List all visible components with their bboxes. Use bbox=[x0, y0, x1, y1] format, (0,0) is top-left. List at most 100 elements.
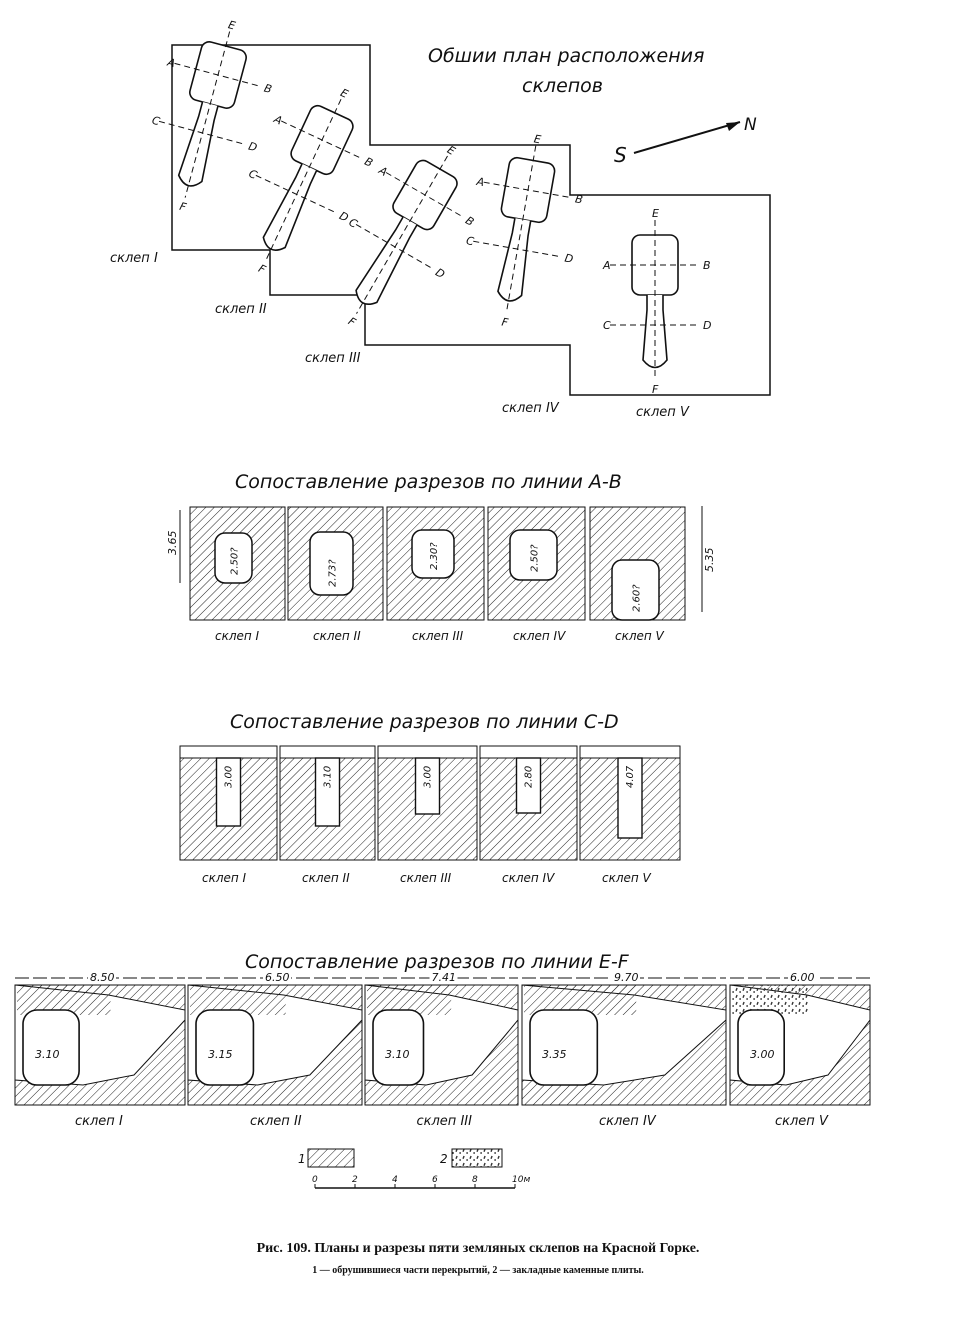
cd-shaft bbox=[215, 757, 242, 827]
axis-line-ab bbox=[385, 172, 465, 218]
plan-outline bbox=[171, 44, 771, 396]
axis-letter: B bbox=[363, 155, 375, 170]
axis-letter: A bbox=[165, 55, 177, 70]
figure-caption: Рис. 109. Планы и разрезы пяти земляных … bbox=[257, 1241, 700, 1256]
ab-height-label: 2.73? bbox=[328, 559, 339, 587]
ab-vault-label: склеп I bbox=[215, 629, 260, 643]
general-plan: Обшии план расположения склепов S N ABCD… bbox=[110, 18, 771, 420]
scale-tick-label: 6 bbox=[432, 1175, 438, 1185]
ab-vault-label: склеп IV bbox=[513, 629, 566, 643]
legend-swatch-stone-slabs bbox=[451, 1148, 503, 1168]
ab-height-label: 2.50? bbox=[530, 544, 541, 572]
ef-length-label: 7.41 bbox=[432, 971, 457, 984]
ef-length-bg bbox=[263, 970, 291, 982]
compass-arrow-icon bbox=[633, 121, 741, 154]
ef-vault-label: склеп III bbox=[417, 1114, 473, 1129]
cd-shaft bbox=[515, 757, 542, 814]
section-cd-title: Сопоставление разрезов по линии C-D bbox=[230, 711, 619, 733]
cd-shaft bbox=[617, 757, 643, 839]
axis-letter: E bbox=[227, 18, 237, 32]
plan-label-vault-4: склеп IV bbox=[502, 401, 560, 416]
axis-letter: A bbox=[376, 163, 390, 179]
axis-letter: F bbox=[346, 315, 359, 330]
ef-chamber bbox=[195, 1009, 255, 1086]
ef-vault-label: склеп II bbox=[250, 1114, 302, 1129]
axis-letter: D bbox=[703, 319, 711, 332]
axis-letter: F bbox=[256, 262, 268, 277]
cd-vault-label: склеп III bbox=[400, 871, 452, 885]
section-ab: Сопоставление разрезов по линии A-B 2.50… bbox=[166, 471, 716, 643]
cd-height-label: 3.00 bbox=[423, 766, 434, 788]
ef-vault-label: склеп V bbox=[775, 1114, 829, 1129]
legend-label-2: 2 bbox=[440, 1152, 448, 1166]
cd-vault-label: склеп IV bbox=[502, 871, 555, 885]
plan-label-vault-3: склеп III bbox=[305, 351, 361, 366]
ef-width-label: 3.10 bbox=[35, 1048, 60, 1061]
axis-letter: F bbox=[652, 383, 659, 396]
ef-chamber bbox=[529, 1009, 599, 1086]
ef-chamber bbox=[372, 1009, 425, 1086]
axis-letter: F bbox=[178, 200, 188, 214]
ab-height-label: 2.30? bbox=[429, 542, 440, 570]
axis-letter: A bbox=[475, 175, 486, 189]
scale-tick-label: 2 bbox=[352, 1175, 358, 1185]
section-ef: Сопоставление разрезов по линии E-F 8.50… bbox=[14, 951, 871, 1129]
vault-corridor bbox=[177, 101, 219, 187]
ab-vault-label: склеп II bbox=[313, 629, 361, 643]
ef-length-bg bbox=[88, 970, 116, 982]
ab-right-dimension: 5.35 bbox=[703, 548, 716, 573]
ef-width-label: 3.35 bbox=[542, 1048, 567, 1061]
axis-line-ef bbox=[356, 155, 448, 314]
legend-swatch-collapsed-roof bbox=[307, 1148, 355, 1168]
ef-chamber bbox=[737, 1009, 786, 1086]
cd-vault-label: склеп II bbox=[302, 871, 350, 885]
section-ef-title: Сопоставление разрезов по линии E-F bbox=[245, 951, 630, 973]
ef-length-bg bbox=[612, 970, 640, 982]
ab-left-dimension: 3.65 bbox=[166, 531, 179, 556]
axis-letter: C bbox=[465, 234, 475, 248]
axis-letter: B bbox=[703, 259, 711, 272]
ef-length-label: 6.00 bbox=[790, 971, 815, 984]
ef-length-label: 6.50 bbox=[265, 971, 290, 984]
axis-line-cd bbox=[355, 224, 435, 270]
cd-height-label: 2.80 bbox=[524, 766, 535, 788]
arrowhead-icon bbox=[726, 122, 740, 131]
vault-corridor bbox=[497, 218, 532, 302]
cd-height-label: 4.07 bbox=[625, 765, 636, 788]
legend-label-1: 1 bbox=[298, 1152, 306, 1166]
ef-vault-label: склеп I bbox=[75, 1114, 123, 1129]
cd-vault-label: склеп I bbox=[202, 871, 247, 885]
ab-vault-cross-section bbox=[309, 531, 354, 596]
ab-vault-cross-section bbox=[411, 529, 455, 579]
ef-vault-label: склеп IV bbox=[599, 1114, 657, 1129]
axis-line-cd bbox=[158, 120, 247, 146]
scale-tick-label: 0 bbox=[312, 1175, 318, 1185]
cd-surface bbox=[179, 745, 278, 759]
ab-vault-label: склеп III bbox=[412, 629, 464, 643]
vault-corridor bbox=[355, 216, 418, 305]
axis-letter: A bbox=[602, 259, 611, 272]
ab-vault-label: склеп V bbox=[615, 629, 665, 643]
scale-tick-label: 10м bbox=[512, 1175, 530, 1185]
axis-letter: C bbox=[247, 167, 260, 182]
cd-surface bbox=[579, 745, 681, 759]
section-cd: Сопоставление разрезов по линии C-D 3.00… bbox=[179, 711, 681, 885]
axis-letter: B bbox=[263, 82, 274, 97]
cd-shaft bbox=[414, 757, 441, 815]
ef-length-bg bbox=[788, 970, 816, 982]
ef-length-bg bbox=[429, 970, 458, 982]
ef-width-label: 3.15 bbox=[208, 1048, 233, 1061]
axis-letter: E bbox=[533, 132, 542, 146]
axis-letter: F bbox=[501, 316, 510, 330]
ef-width-label: 3.00 bbox=[750, 1048, 775, 1061]
plan-label-vault-2: склеп II bbox=[215, 302, 267, 317]
ef-length-label: 9.70 bbox=[614, 971, 639, 984]
ab-vault-cross-section bbox=[509, 529, 558, 581]
ab-vault-cross-section bbox=[611, 559, 660, 621]
axis-letter: E bbox=[338, 86, 350, 101]
